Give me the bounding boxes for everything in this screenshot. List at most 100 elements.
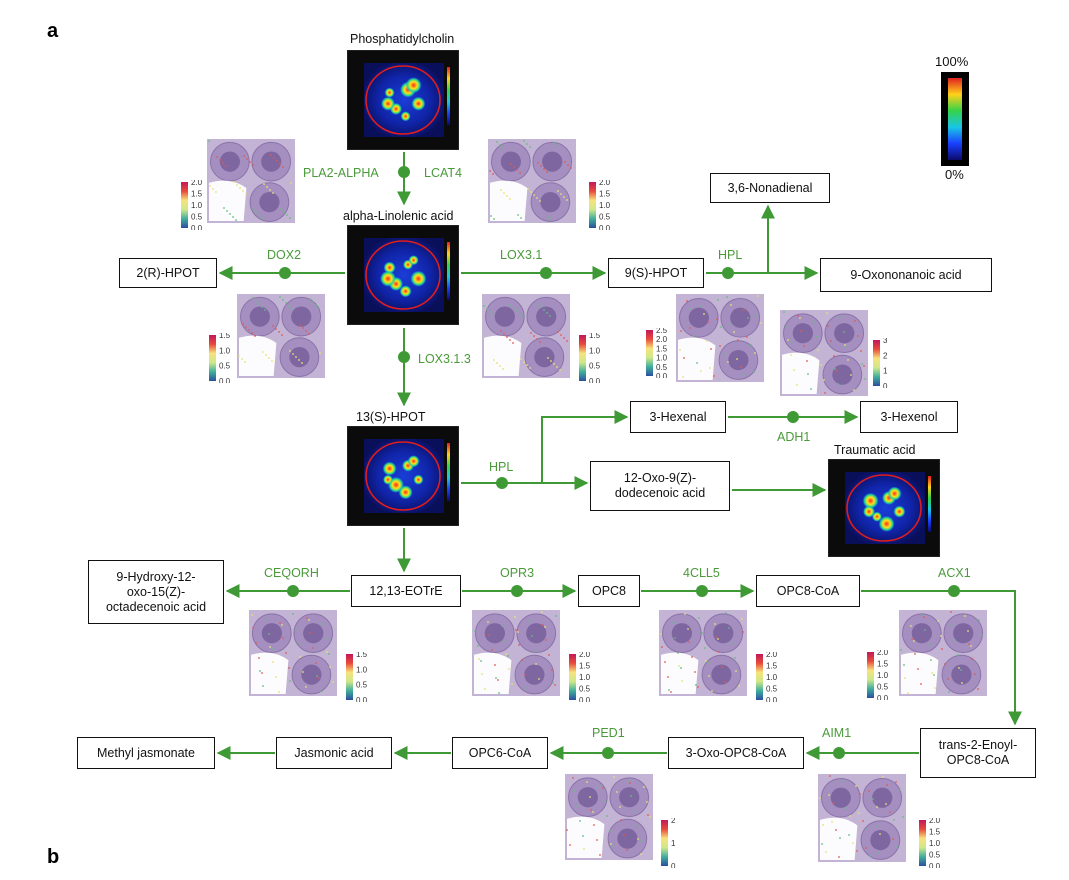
expression-spot [824,392,826,394]
expression-spot [536,338,538,340]
colorbar-tick-label: 0.5 [589,362,601,371]
expression-spot [551,669,553,671]
expression-spot [557,190,559,192]
expression-spot [853,389,855,391]
expression-spot [878,852,880,854]
expression-spot [550,219,552,221]
dot-acx1 [948,585,960,597]
expression-spot [533,194,535,196]
tissue-core [484,623,505,644]
expression-spot [826,312,828,314]
expression-spot [503,192,505,194]
expression-spot [295,628,297,630]
expression-spot [292,613,294,615]
tissue-void [474,652,512,694]
expression-spot [738,685,740,687]
enzyme-lcat4: LCAT4 [424,166,462,180]
expression-spot [707,662,709,664]
colorbar-tick-label: 2.0 [191,180,203,187]
expression-spot [869,855,871,857]
colorbar-tick-label: 2 [671,818,676,825]
expression-spot [800,330,802,332]
expression-spot [246,158,248,160]
tissue-core [951,664,972,685]
tissue-core [577,787,598,808]
tissue-core [289,347,310,368]
msi-hotspot [878,515,895,532]
expression-spot [917,668,919,670]
expression-spot [720,326,722,328]
tissue-core [249,306,270,327]
expression-spot [721,666,723,668]
expression-spot [513,166,515,168]
expression-spot [707,321,709,323]
expression-spot [820,364,822,366]
expression-spot [697,686,699,688]
expression-spot [639,840,641,842]
tissue-core [671,623,692,644]
expression-spot [849,815,851,817]
expression-spot [723,353,725,355]
expression-spot [803,345,805,347]
expression-spot [637,838,639,840]
expression-spot [572,777,574,779]
expression-spot [797,315,799,317]
expression-spot [830,340,832,342]
expression-spot [613,776,615,778]
expression-spot [539,200,541,202]
expression-spot [279,163,281,165]
expression-spot [688,641,690,643]
expression-spot [500,330,502,332]
tissue-void [782,352,820,394]
expression-spot [529,146,531,148]
expression-spot [847,359,849,361]
expression-spot [716,318,718,320]
expression-spot [833,355,835,357]
tissue-core [713,623,734,644]
expression-spot [268,633,270,635]
expression-spot [947,678,949,680]
expression-spot [726,296,728,298]
tissue-core [259,192,280,213]
expression-spot [727,361,729,363]
expression-spot [875,825,877,827]
expression-spot [725,612,727,614]
colorbar-tick-label: 1.5 [191,190,203,199]
expression-spot [251,332,253,334]
expression-spot [494,664,496,666]
expression-spot [616,791,618,793]
colorbar-tick-label: 1.5 [929,828,941,837]
expression-spot [981,634,983,636]
expression-spot [232,216,234,218]
expression-spot [860,350,862,352]
expression-spot [486,308,488,310]
expression-spot [857,335,859,337]
expression-spot [960,669,962,671]
expression-spot [278,691,280,693]
colorbar-gradient [873,340,880,386]
expression-spot [790,354,792,356]
expression-spot [520,217,522,219]
expression-spot [714,623,716,625]
expression-spot [493,359,495,361]
expression-spot [209,185,211,187]
colorbar-tick-label: 0.0 [589,377,601,383]
expression-spot [315,304,317,306]
expression-spot [923,616,925,618]
expression-spot [501,625,503,627]
colorbar-tick-label: 1.5 [579,662,591,671]
expression-spot [806,360,808,362]
tissue-image-lcat4 [486,137,578,225]
expression-spot [229,213,231,215]
expression-spot [262,218,264,220]
expression-spot [612,845,614,847]
expression-spot [620,819,622,821]
msi-hotspot [399,285,412,298]
expression-spot [649,816,651,818]
colorbar-tick-label: 1.0 [929,839,941,848]
expression-spot [931,672,933,674]
expression-spot [292,353,294,355]
msi-hotspot [383,474,393,485]
